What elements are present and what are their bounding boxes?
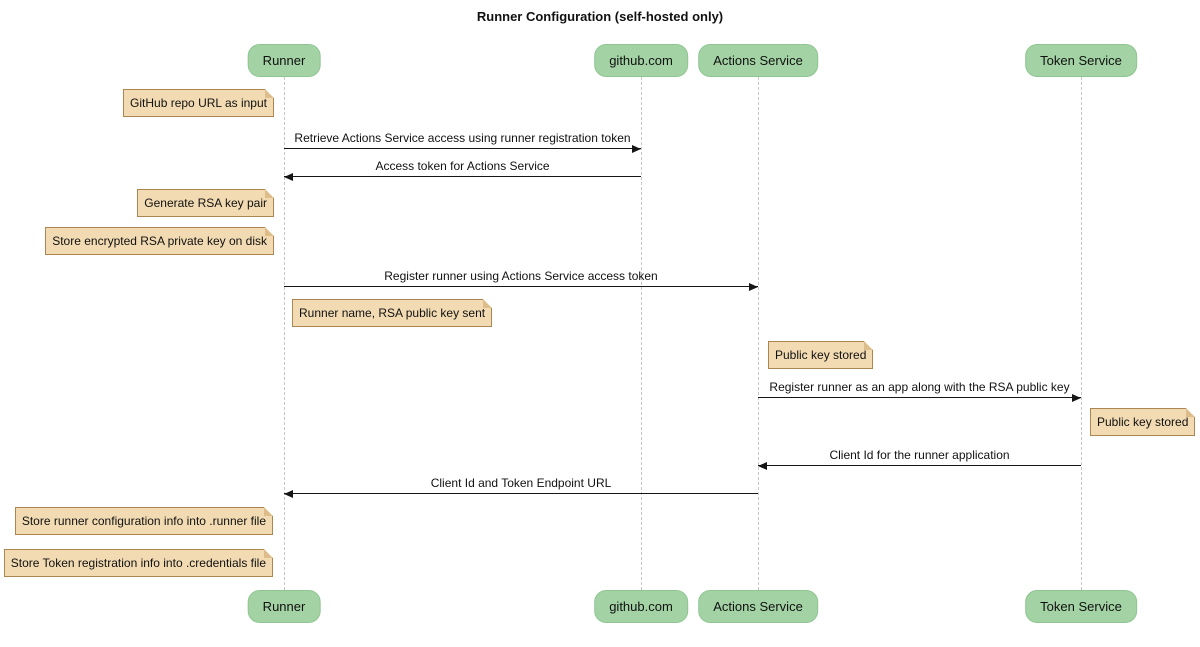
note-label: Generate RSA key pair [144, 196, 267, 210]
note: Public key stored [768, 341, 874, 369]
message-line-runner-to-actions-service [284, 286, 758, 287]
note-fold-cut-icon [483, 299, 493, 308]
participant-token-service-bottom: Token Service [1025, 590, 1137, 623]
message-line-github-to-runner [284, 176, 641, 177]
message-line-token-service-to-actions-service [758, 465, 1081, 466]
participant-actions-service-top: Actions Service [698, 44, 818, 77]
lifeline-token-service [1081, 77, 1082, 590]
note: Generate RSA key pair [137, 189, 274, 217]
message-line-actions-service-to-runner [284, 493, 758, 494]
arrowhead-icon [632, 145, 641, 153]
note-fold-cut-icon [265, 227, 274, 236]
arrowhead-icon [284, 490, 293, 498]
note: Store encrypted RSA private key on disk [45, 227, 274, 255]
note-label: Runner name, RSA public key sent [299, 306, 486, 320]
message-label: Retrieve Actions Service access using ru… [294, 131, 631, 145]
note-fold-cut-icon [264, 507, 273, 516]
note-label: GitHub repo URL as input [130, 96, 267, 110]
participant-runner-bottom: Runner [247, 590, 321, 623]
message-line-actions-service-to-token-service [758, 397, 1081, 398]
note: Store Token registration info into .cred… [3, 549, 273, 577]
note: Public key stored [1090, 408, 1196, 436]
participant-github-bottom: github.com [594, 590, 688, 623]
note-label: Public key stored [775, 348, 867, 362]
arrowhead-icon [749, 283, 758, 291]
note-label: Public key stored [1097, 415, 1189, 429]
arrowhead-icon [284, 173, 293, 181]
message-line-runner-to-github [284, 148, 641, 149]
note-fold-cut-icon [265, 89, 274, 98]
note-fold-cut-icon [864, 341, 874, 350]
note: Store runner configuration info into .ru… [14, 507, 273, 535]
note-label: Store runner configuration info into .ru… [21, 514, 266, 528]
note-fold-cut-icon [264, 549, 273, 558]
participant-actions-service-bottom: Actions Service [698, 590, 818, 623]
message-label: Client Id for the runner application [829, 448, 1010, 462]
message-label: Register runner using Actions Service ac… [384, 269, 658, 283]
note-label: Store Token registration info into .cred… [10, 556, 266, 570]
arrowhead-icon [758, 462, 767, 470]
arrowhead-icon [1072, 394, 1081, 402]
message-label: Access token for Actions Service [375, 159, 550, 173]
note: Runner name, RSA public key sent [292, 299, 493, 327]
message-label: Client Id and Token Endpoint URL [430, 476, 612, 490]
diagram-title: Runner Configuration (self-hosted only) [476, 9, 724, 24]
lifeline-runner [284, 77, 285, 590]
message-label: Register runner as an app along with the… [769, 380, 1070, 394]
note-fold-cut-icon [1186, 408, 1196, 417]
note-label: Store encrypted RSA private key on disk [52, 234, 267, 248]
note-fold-cut-icon [265, 189, 274, 198]
note: GitHub repo URL as input [123, 89, 274, 117]
participant-github-top: github.com [594, 44, 688, 77]
lifeline-actions-service [758, 77, 759, 590]
participant-token-service-top: Token Service [1025, 44, 1137, 77]
lifeline-github [641, 77, 642, 590]
participant-runner-top: Runner [247, 44, 321, 77]
